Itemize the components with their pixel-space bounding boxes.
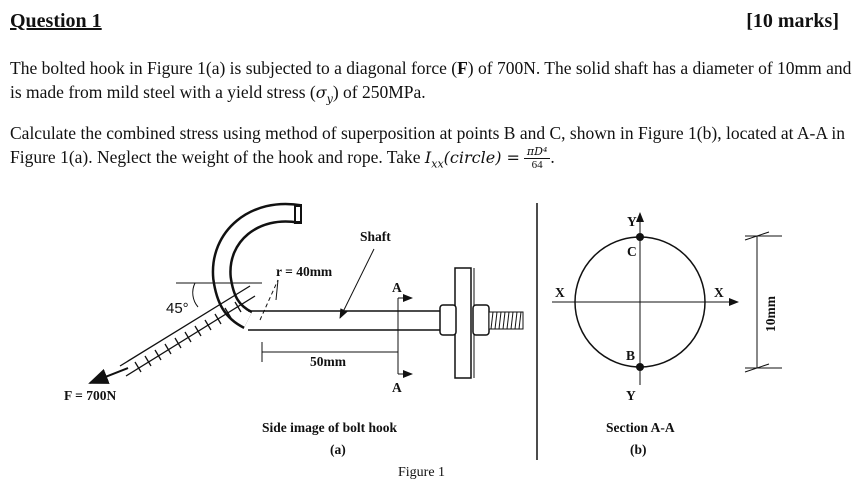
yield-stress-subscript: y	[326, 92, 333, 106]
question-title: Question 1	[10, 10, 102, 32]
point-b-marker	[636, 363, 644, 371]
nut-right	[472, 304, 490, 336]
point-c-label: C	[627, 244, 637, 259]
y-axis-label-bottom: Y	[626, 388, 636, 403]
shaft-label: Shaft	[360, 229, 391, 244]
task-statement: Calculate the combined stress using meth…	[10, 121, 852, 177]
point-c-marker	[636, 233, 644, 241]
problem-statement: The bolted hook in Figure 1(a) is subjec…	[10, 56, 852, 112]
section-label-top: A	[392, 280, 402, 295]
section-diagram: X X Y Y C B 10mm Section A-A (b)	[552, 212, 782, 457]
formula-numerator: πD⁴	[523, 146, 551, 160]
point-b-label: B	[626, 348, 635, 363]
hook-end-fill	[296, 207, 300, 221]
shaft-leader-arrow	[339, 248, 375, 319]
formula-subscript: xx	[431, 157, 444, 171]
figure-caption: Figure 1	[398, 465, 445, 480]
diameter-label: 10mm	[763, 295, 778, 332]
force-symbol: F	[457, 58, 468, 78]
wall-plate	[454, 267, 472, 379]
length-label: 50mm	[310, 354, 347, 369]
x-axis-label-right: X	[714, 285, 724, 300]
statement-text-1: The bolted hook in Figure 1(a) is subjec…	[10, 58, 458, 78]
angle-arc	[192, 282, 199, 308]
radius-dash-2	[275, 279, 279, 301]
bolt-threads	[488, 311, 524, 330]
angle-label: 45°	[166, 300, 189, 317]
formula-end: .	[550, 147, 555, 167]
figure-b-caption: Section A-A	[606, 420, 675, 435]
radius-dash-1	[259, 279, 279, 321]
rope	[119, 285, 256, 377]
formula-lhs: I	[424, 148, 432, 167]
statement-text-2: ) of 700N. The solid shaft has a diamete…	[10, 58, 852, 102]
force-label: F = 700N	[64, 388, 116, 403]
statement-text-3: ) of 250MPa.	[332, 82, 426, 102]
marks-label: [10 marks]	[746, 10, 839, 32]
force-arrow	[88, 367, 129, 384]
radius-label: r = 40mm	[276, 264, 333, 279]
formula-argument: (circle) =	[443, 148, 520, 167]
section-label-bottom: A	[392, 380, 402, 395]
formula-denominator: 64	[531, 159, 543, 172]
yield-stress-symbol: σ	[315, 83, 327, 102]
x-axis-label-left: X	[555, 285, 565, 300]
figure-a-subcaption: (a)	[330, 442, 346, 457]
figure-a-caption: Side image of bolt hook	[262, 420, 398, 435]
nut-left	[439, 304, 457, 336]
figure-b-subcaption: (b)	[630, 442, 647, 457]
bolt-hook-diagram: F = 700N 45° r = 40mm Shaft 50mm A A Sid…	[64, 202, 524, 457]
y-axis-label-top: Y	[627, 214, 637, 229]
task-text: Calculate the combined stress using meth…	[10, 123, 846, 167]
